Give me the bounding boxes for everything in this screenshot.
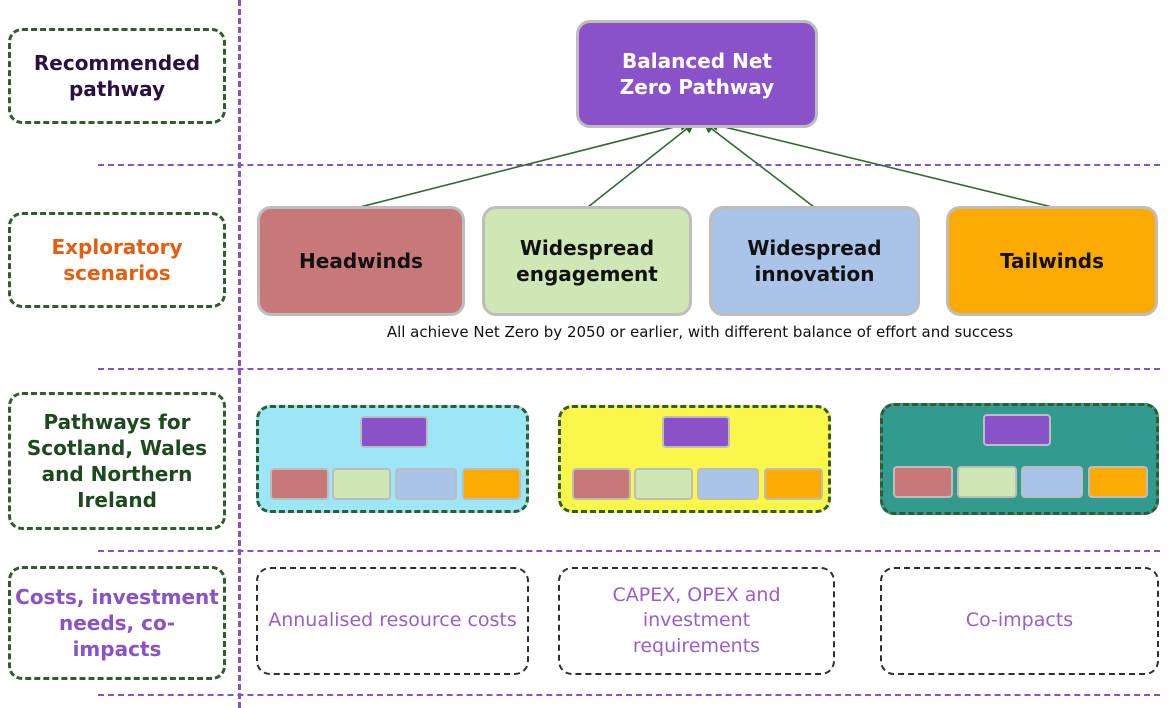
row-separator-4 (98, 694, 1160, 696)
row-label-recommended: Recommended pathway (8, 28, 226, 124)
mini-engagement (957, 466, 1017, 498)
mini-top-box (662, 416, 730, 448)
mini-tailwinds (462, 468, 521, 500)
row-separator-2 (98, 368, 1160, 370)
pathway-panel-scotland (256, 405, 529, 513)
mini-tailwinds (764, 468, 823, 500)
row-label-costs: Costs, investment needs, co-impacts (8, 566, 226, 680)
cost-box-annualised-resource-costs: Annualised resource costs (256, 567, 529, 675)
mini-headwinds (572, 468, 631, 500)
mini-headwinds (270, 468, 329, 500)
row-separator-3 (98, 550, 1160, 552)
vertical-separator (238, 0, 241, 708)
mini-headwinds (893, 466, 953, 498)
cost-box-capex-opex: CAPEX, OPEX and investment requirements (558, 567, 835, 675)
balanced-net-zero-pathway-box: Balanced Net Zero Pathway (576, 20, 818, 128)
mini-innovation (395, 468, 457, 500)
pathway-panel-wales (558, 405, 831, 513)
mini-innovation (697, 468, 759, 500)
scenario-widespread-engagement: Widespread engagement (482, 206, 692, 316)
pathway-panel-northern-ireland (880, 403, 1159, 515)
row-label-exploratory: Exploratory scenarios (8, 212, 226, 308)
row-label-nations: Pathways for Scotland, Wales and Norther… (8, 392, 226, 530)
arrow-headwinds (359, 120, 692, 208)
arrow-engagement (587, 122, 695, 208)
mini-innovation (1021, 466, 1083, 498)
row-separator-1 (98, 164, 1160, 166)
scenario-headwinds: Headwinds (257, 206, 465, 316)
mini-tailwinds (1088, 466, 1148, 498)
mini-top-box (983, 414, 1051, 446)
arrow-tailwinds (706, 119, 1053, 208)
scenario-tailwinds: Tailwinds (946, 206, 1158, 316)
mini-engagement (332, 468, 391, 500)
cost-box-co-impacts: Co-impacts (880, 567, 1159, 675)
scenario-widespread-innovation: Widespread innovation (709, 206, 920, 316)
arrow-innovation (703, 122, 815, 208)
mini-top-box (360, 416, 428, 448)
mini-engagement (634, 468, 693, 500)
scenario-note: All achieve Net Zero by 2050 or earlier,… (386, 323, 1014, 341)
